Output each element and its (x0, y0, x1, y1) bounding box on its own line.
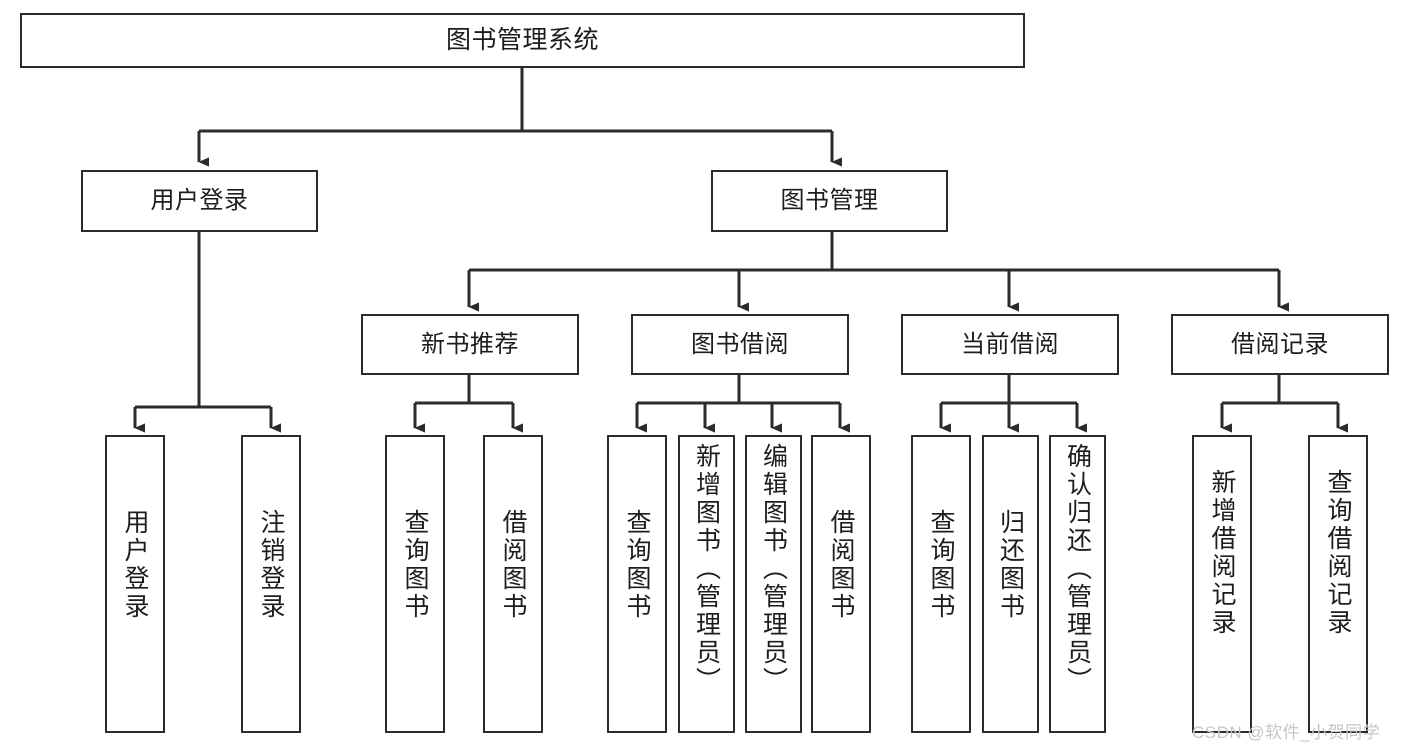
node-leaf-return-book-label: 归还图书 (996, 509, 1025, 621)
node-leaf-add-book-label: 新增图书（管理员） (692, 443, 721, 695)
node-leaf-logout-login[interactable]: 注销登录 (241, 435, 301, 733)
node-book-manage[interactable]: 图书管理 (711, 170, 948, 232)
node-current-borrow[interactable]: 当前借阅 (901, 314, 1119, 375)
node-new-book-recommend-label: 新书推荐 (421, 330, 519, 358)
node-leaf-borrow-book-2-label: 借阅图书 (827, 509, 855, 621)
node-borrow-record-label: 借阅记录 (1231, 330, 1329, 358)
node-leaf-borrow-book-1-label: 借阅图书 (499, 509, 527, 621)
csdn-watermark-text: CSDN @软件_小贺同学 (1192, 723, 1381, 742)
node-leaf-confirm-return[interactable]: 确认归还（管理员） (1049, 435, 1106, 733)
csdn-watermark: CSDN @软件_小贺同学 (1192, 718, 1380, 743)
node-leaf-edit-book-label: 编辑图书（管理员） (759, 443, 788, 695)
node-leaf-query-book-2-label: 查询图书 (623, 509, 651, 621)
node-leaf-confirm-return-label: 确认归还（管理员） (1063, 443, 1092, 695)
node-leaf-query-book-1-label: 查询图书 (401, 509, 429, 621)
node-leaf-query-book-3-label: 查询图书 (927, 509, 955, 621)
node-leaf-edit-book[interactable]: 编辑图书（管理员） (745, 435, 802, 733)
node-borrow-record[interactable]: 借阅记录 (1171, 314, 1389, 375)
node-leaf-query-book-1[interactable]: 查询图书 (385, 435, 445, 733)
node-book-borrow[interactable]: 图书借阅 (631, 314, 849, 375)
node-leaf-query-record[interactable]: 查询借阅记录 (1308, 435, 1368, 733)
node-leaf-logout-login-label: 注销登录 (257, 509, 285, 621)
node-leaf-borrow-book-1[interactable]: 借阅图书 (483, 435, 543, 733)
node-leaf-query-record-label: 查询借阅记录 (1324, 469, 1352, 637)
node-user-login[interactable]: 用户登录 (81, 170, 318, 232)
node-leaf-user-login-label: 用户登录 (121, 509, 149, 621)
node-new-book-recommend[interactable]: 新书推荐 (361, 314, 579, 375)
node-leaf-add-record[interactable]: 新增借阅记录 (1192, 435, 1252, 733)
node-current-borrow-label: 当前借阅 (961, 330, 1059, 358)
node-root-label: 图书管理系统 (445, 26, 599, 55)
node-user-login-label: 用户登录 (150, 187, 249, 215)
node-root[interactable]: 图书管理系统 (20, 13, 1025, 68)
node-book-borrow-label: 图书借阅 (691, 330, 789, 358)
node-leaf-add-book[interactable]: 新增图书（管理员） (678, 435, 735, 733)
node-leaf-return-book[interactable]: 归还图书 (982, 435, 1039, 733)
node-leaf-add-record-label: 新增借阅记录 (1208, 469, 1236, 637)
node-leaf-query-book-3[interactable]: 查询图书 (911, 435, 971, 733)
node-leaf-user-login[interactable]: 用户登录 (105, 435, 165, 733)
node-book-manage-label: 图书管理 (780, 187, 879, 215)
node-leaf-borrow-book-2[interactable]: 借阅图书 (811, 435, 871, 733)
node-leaf-query-book-2[interactable]: 查询图书 (607, 435, 667, 733)
